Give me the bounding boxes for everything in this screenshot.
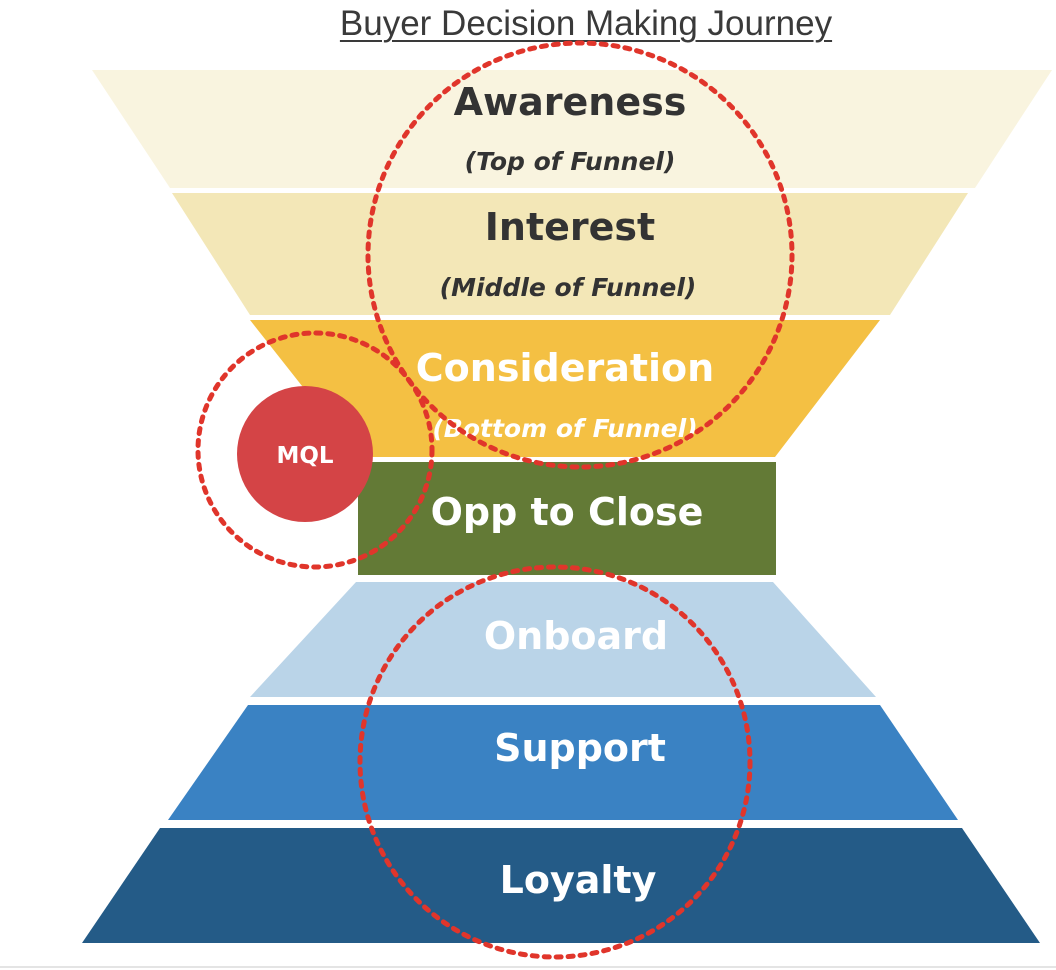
stage-sub-interest: (Middle of Funnel): [440, 273, 697, 302]
stage-band-onboard: [250, 582, 876, 697]
mql-badge: [237, 386, 373, 522]
stage-band-support: [168, 705, 958, 820]
mql-badge-label: MQL: [276, 443, 333, 469]
stage-label-support: Support: [494, 726, 666, 770]
stage-label-awareness: Awareness: [454, 80, 687, 124]
stage-sub-consideration: (Bottom of Funnel): [432, 414, 697, 443]
diagram-title: Buyer Decision Making Journey: [339, 4, 833, 43]
stage-sub-awareness: (Top of Funnel): [465, 147, 676, 176]
stage-band-awareness: [92, 70, 1052, 188]
dotted-circle-bottom: [357, 564, 753, 960]
dotted-circle-top: [365, 40, 795, 470]
stage-label-opp-to-close: Opp to Close: [431, 490, 704, 534]
dotted-circle-mql: [195, 330, 435, 570]
divider-line: [0, 966, 1056, 968]
stage-band-loyalty: [82, 828, 1040, 943]
stage-band-consideration: [250, 320, 880, 457]
stage-label-consideration: Consideration: [416, 346, 714, 390]
stage-label-loyalty: Loyalty: [500, 858, 657, 902]
stage-label-onboard: Onboard: [484, 614, 668, 658]
stage-label-interest: Interest: [485, 205, 655, 249]
